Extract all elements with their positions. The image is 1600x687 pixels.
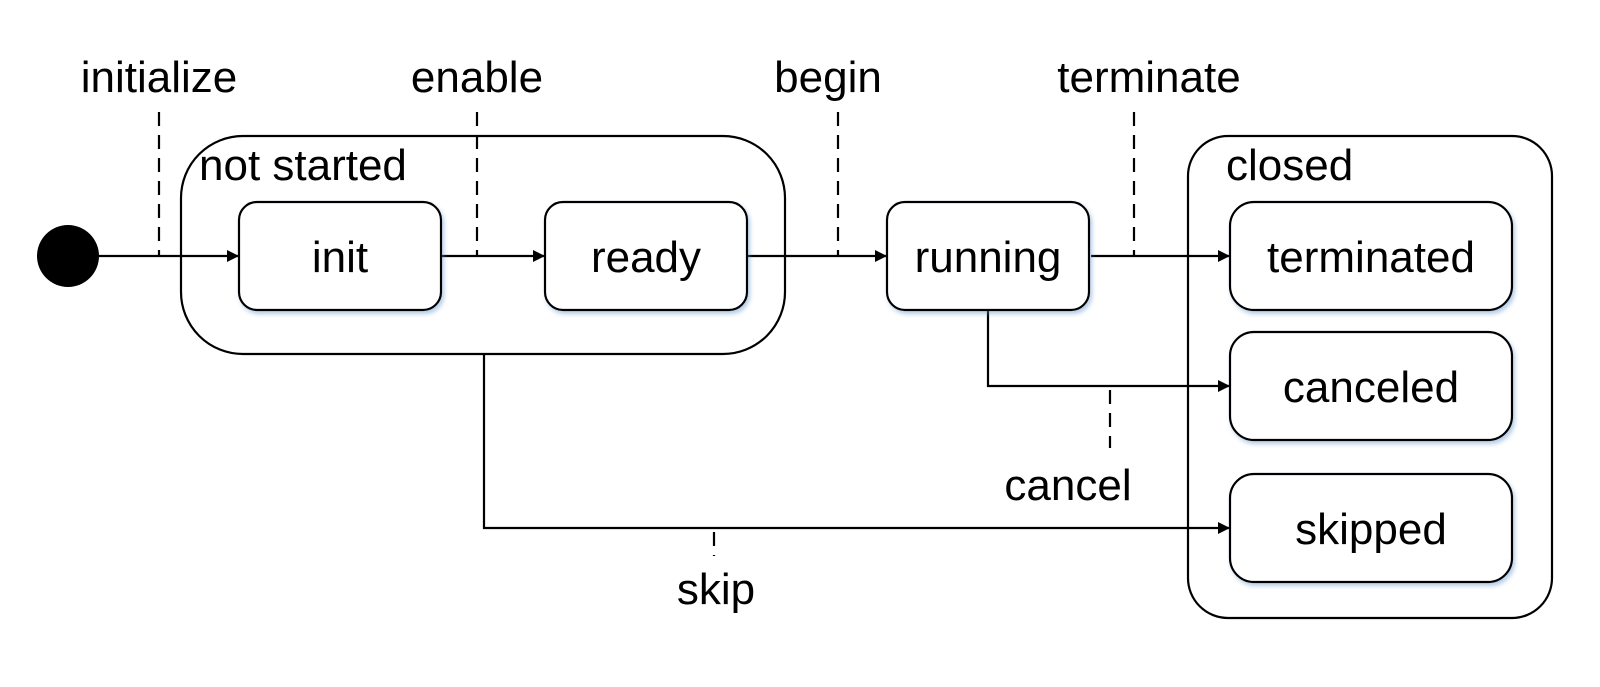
closed-label: closed	[1226, 141, 1353, 190]
state-terminated-label: terminated	[1267, 233, 1475, 282]
state-init: init	[237, 200, 443, 312]
skip-label: skip	[677, 565, 755, 614]
initialize-label: initialize	[81, 53, 238, 102]
initial-state-dot	[37, 225, 99, 287]
cancel-label: cancel	[1004, 461, 1131, 510]
begin-label: begin	[774, 53, 882, 102]
state-ready: ready	[543, 200, 749, 312]
state-running-label: running	[915, 233, 1062, 282]
state-skipped: skipped	[1228, 472, 1514, 584]
state-running: running	[885, 200, 1091, 312]
state-canceled: canceled	[1228, 330, 1514, 442]
state-terminated: terminated	[1228, 200, 1514, 312]
terminate-label: terminate	[1057, 53, 1240, 102]
state-init-label: init	[312, 233, 368, 282]
not-started-label: not started	[199, 141, 407, 190]
state-skipped-label: skipped	[1295, 505, 1447, 554]
state-canceled-label: canceled	[1283, 363, 1459, 412]
edge-notstarted-to-skipped	[482, 354, 1230, 534]
state-ready-label: ready	[591, 233, 701, 282]
enable-label: enable	[411, 53, 543, 102]
edge-running-to-canceled	[986, 310, 1230, 392]
